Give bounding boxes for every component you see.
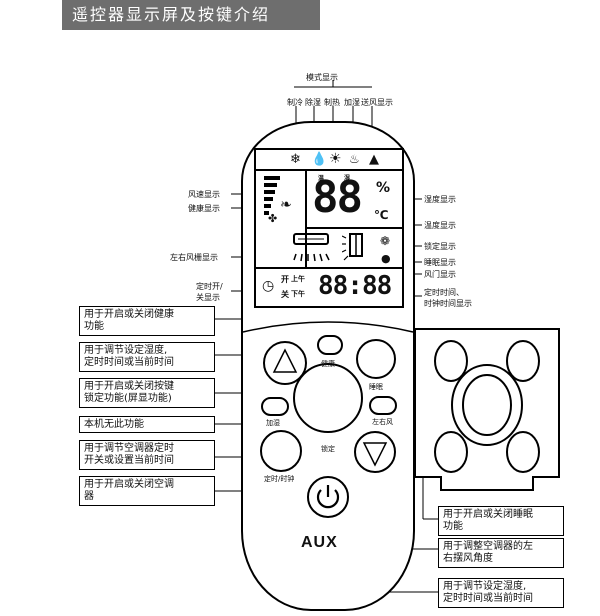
lock-display-label: 锁定显示 (424, 242, 456, 251)
time-digits: 88:88 (318, 271, 392, 301)
callout-humidify: 本机无此功能 (79, 416, 215, 433)
sleep-moon-icon: ● (381, 252, 391, 265)
droplet-icon: 💧 (311, 152, 328, 167)
callout-health: 用于开启或关闭健康功能 (79, 306, 215, 336)
heat-label: 制热 (324, 98, 340, 107)
down-button[interactable] (354, 431, 396, 473)
callout-timer: 用于调节空调器定时开关或设置当前时间 (79, 440, 215, 470)
callout-power: 用于开启或关闭空调器 (79, 476, 215, 506)
power-icon (316, 485, 340, 509)
sleep-button-label: 睡眠 (369, 383, 383, 391)
snowflake-icon: ❄ (290, 152, 301, 167)
fan-speed-bars (264, 176, 280, 215)
lcd-screen: ❄ 💧 ☀ ♨ ▲ ❧ ✤ 温 湿 88 % ℃ ❁ ● (254, 148, 404, 308)
callout-swing: 用于调整空调器的左右摆风角度 (438, 538, 564, 568)
timer-time-label-1: 定时时间、 (424, 288, 464, 297)
celsius-sign: ℃ (374, 208, 389, 222)
swing-button[interactable] (369, 396, 397, 415)
health-button-label: 健康 (321, 360, 335, 368)
cool-label: 制冷 (287, 98, 303, 107)
fan-small-icon: ✤ (268, 212, 278, 225)
clock-icon: ◷ (262, 278, 275, 294)
sleep-display-label: 睡眠显示 (424, 258, 456, 267)
louver-display-label: 左右风栅显示 (170, 253, 218, 262)
callout-sleep: 用于开启或关闭睡眠功能 (438, 506, 564, 536)
timer-time-label-2: 时钟时间显示 (424, 299, 472, 308)
dry-label: 除湿 (305, 98, 321, 107)
fan-mode-label: 送风显示 (361, 98, 393, 107)
humidify-button-label: 加湿 (266, 419, 280, 427)
timer-on-label: 开 (281, 275, 289, 284)
fan-speed-label: 风速显示 (188, 190, 220, 199)
temperature-display-label: 温度显示 (424, 221, 456, 230)
health-leaf-icon: ❧ (280, 197, 292, 213)
timer-button-label: 定时/时钟 (264, 475, 295, 483)
damper-display-label: 风门显示 (424, 270, 456, 279)
timer-pm-label: 下午 (291, 290, 305, 298)
lock-fan-icon: ❁ (380, 234, 391, 248)
health-button[interactable] (317, 335, 343, 355)
humidify-button[interactable] (261, 397, 289, 416)
timer-button[interactable] (260, 430, 302, 472)
sun-icon: ☀ (329, 151, 342, 167)
fan-triangle-icon: ▲ (369, 152, 379, 167)
swing-button-label: 左右风 (372, 418, 393, 426)
percent-sign: % (376, 180, 391, 196)
timer-onoff-label-2: 关显示 (196, 293, 220, 302)
callout-down: 用于调节设定湿度,定时时间或当前时间 (438, 578, 564, 608)
mode-display-label: 模式显示 (306, 73, 338, 82)
sleep-button[interactable] (356, 339, 396, 379)
callout-up: 用于调节设定湿度,定时时间或当前时间 (79, 342, 215, 372)
timer-onoff-label-1: 定时开/ (196, 282, 223, 291)
brand-logo: AUX (301, 534, 338, 551)
humidity-tiny-label: 湿 (344, 175, 351, 182)
big-digits: 88 (312, 172, 363, 223)
page-title: 遥控器显示屏及按键介绍 (62, 0, 320, 30)
humidity-display-label: 湿度显示 (424, 195, 456, 204)
health-display-label: 健康显示 (188, 204, 220, 213)
humidify-label: 加湿 (344, 98, 360, 107)
lock-button-label: 锁定 (321, 445, 335, 453)
humidify-icon: ♨ (349, 152, 360, 166)
lock-button[interactable] (293, 363, 363, 433)
damper-icon (342, 233, 363, 261)
remote-back-view (414, 328, 560, 491)
up-button[interactable] (263, 341, 307, 385)
callout-lock: 用于开启或关闭按键锁定功能(屏显功能) (79, 378, 215, 408)
louver-icon (293, 233, 330, 262)
timer-off-label: 关 (281, 290, 289, 299)
temp-tiny-label: 温 (318, 175, 325, 182)
timer-am-label: 上午 (291, 275, 305, 283)
